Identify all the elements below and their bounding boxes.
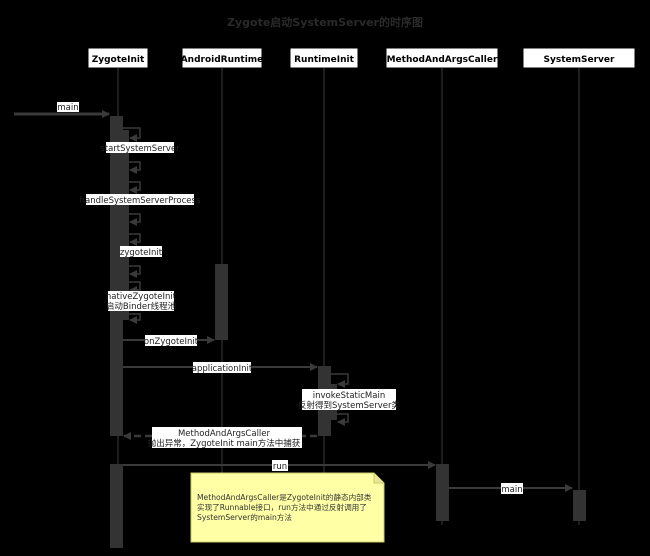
message-label: run: [273, 462, 287, 472]
participant-label: SystemServer: [544, 55, 615, 65]
activation-zygoteinit-run: [110, 464, 123, 548]
message-handle-system-server-process: handleSystemServerProcess: [80, 181, 201, 226]
message-label: 反射得到SystemServer类: [298, 400, 401, 411]
note: MethodAndArgsCaller是ZygoteInit的静态内部类 实现了…: [190, 472, 385, 543]
participant-runtimeinit: RuntimeInit: [289, 47, 359, 69]
message-label: 抛出异常，ZygoteInit main方法中捕获: [148, 438, 301, 449]
message-label: applicationInit: [192, 364, 253, 374]
message-label: onZygoteInit: [144, 337, 199, 347]
note-line: SystemServer的main方法: [197, 512, 292, 522]
message-native-zygote-init: nativeZygoteInit 启动Binder线程池: [106, 281, 177, 324]
activation-methodandargscaller: [436, 464, 449, 521]
participant-label: ZygoteInit: [92, 55, 145, 65]
message-label: main: [57, 103, 78, 113]
message-label: startSystemServer: [100, 144, 180, 154]
message-label: invokeStaticMain: [313, 391, 385, 401]
message-label: MethodAndArgsCaller: [178, 429, 271, 439]
note-line: MethodAndArgsCaller是ZygoteInit的静态内部类: [197, 492, 372, 502]
participant-systemserver: SystemServer: [522, 47, 636, 69]
participant-label: MethodAndArgsCaller: [387, 55, 498, 65]
message-label: nativeZygoteInit: [106, 292, 177, 302]
note-line: 实现了Runnable接口，run方法中通过反射调用了: [197, 502, 367, 512]
activation-zygoteinit-nested: [123, 130, 129, 320]
activation-systemserver: [573, 490, 586, 521]
message-start-system-server: startSystemServer: [100, 127, 180, 174]
diagram-title: Zygote启动SystemServer的时序图: [227, 15, 423, 29]
participant-label: RuntimeInit: [294, 55, 354, 65]
activation-zygoteinit: [110, 116, 123, 436]
message-main-call: main: [449, 483, 573, 495]
activations: [110, 116, 586, 548]
message-zygote-init: zygoteInit: [120, 233, 163, 278]
message-invoke-static-main: invokeStaticMain 反射得到SystemServer类: [298, 373, 401, 426]
message-application-init: applicationInit: [123, 362, 318, 374]
message-label: handleSystemServerProcess: [80, 196, 201, 206]
message-throw-exception: MethodAndArgsCaller 抛出异常，ZygoteInit main…: [123, 427, 317, 449]
participant-label: AndroidRuntime: [181, 55, 264, 65]
message-label: 启动Binder线程池: [106, 301, 177, 312]
participant-zygoteinit: ZygoteInit: [87, 47, 149, 69]
message-label: zygoteInit: [120, 248, 163, 258]
message-on-zygote-init: onZygoteInit: [123, 335, 215, 347]
message-main-in: main: [14, 102, 110, 118]
participant-androidruntime: AndroidRuntime: [181, 47, 264, 69]
participant-methodandargscaller: MethodAndArgsCaller: [385, 47, 499, 69]
message-label: main: [501, 485, 522, 495]
message-run: run: [123, 460, 436, 472]
activation-androidruntime: [215, 264, 228, 340]
